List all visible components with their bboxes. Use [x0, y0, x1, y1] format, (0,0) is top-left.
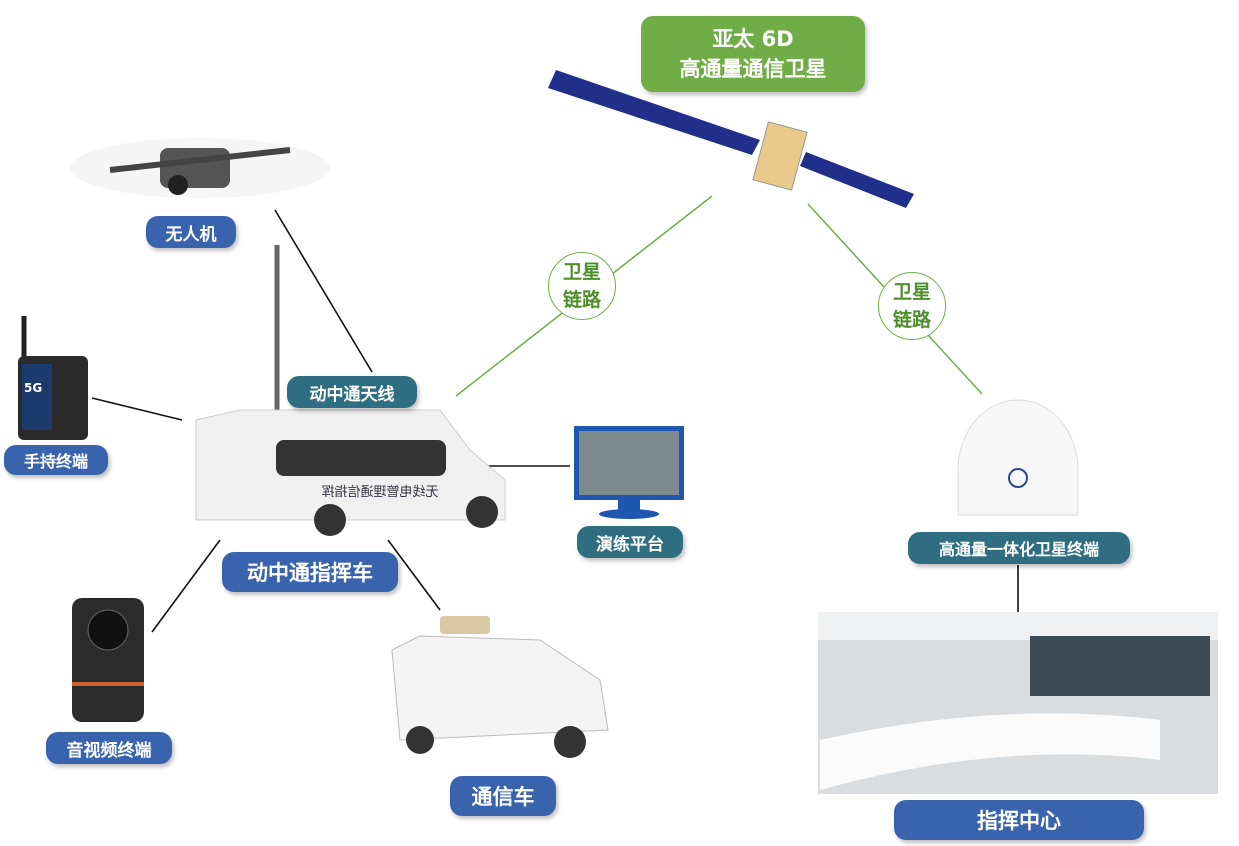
- svg-text:5G: 5G: [24, 381, 42, 395]
- label-sat-terminal: 高通量一体化卫星终端: [908, 532, 1130, 564]
- satellite-icon: [548, 70, 914, 208]
- link-text: 卫星: [562, 261, 601, 283]
- satellite-dome-icon: [957, 399, 1079, 516]
- label-command-center: 指挥中心: [894, 800, 1144, 840]
- label-command-vehicle: 动中通指挥车: [222, 552, 398, 592]
- monitor-icon: [574, 426, 684, 519]
- label-drone: 无人机: [146, 216, 236, 248]
- satellite-link-badge-right: 卫星链路: [878, 272, 946, 340]
- label-comm-vehicle: 通信车: [450, 776, 556, 816]
- car-link-line: [387, 539, 441, 611]
- label-handheld: 手持终端: [4, 445, 108, 475]
- link-text: 卫星: [892, 281, 931, 303]
- van-text: 无线电管理通信指挥: [321, 485, 438, 500]
- handheld-icon: 5G: [18, 316, 88, 440]
- comm-car-image: [391, 616, 609, 758]
- command-van-image: 无线电管理通信指挥: [195, 409, 506, 536]
- satellite-link-badge-left: 卫星链路: [548, 252, 616, 320]
- satellite-title-box: 亚太 6D 高通量通信卫星: [641, 16, 865, 92]
- label-av-terminal: 音视频终端: [46, 732, 172, 764]
- command-center-image: [818, 612, 1218, 794]
- label-antenna: 动中通天线: [287, 376, 417, 408]
- satellite-type: 高通量通信卫星: [679, 57, 827, 81]
- handheld-link-line: [91, 397, 183, 421]
- drone-icon: [70, 138, 330, 198]
- drone-link-line: [274, 209, 373, 373]
- av-terminal-icon: [72, 598, 144, 722]
- label-drill-platform: 演练平台: [577, 526, 683, 558]
- link-text: 链路: [562, 289, 601, 311]
- link-text: 链路: [892, 309, 931, 331]
- av-link-line: [151, 539, 221, 633]
- satellite-name: 亚太 6D: [712, 27, 794, 51]
